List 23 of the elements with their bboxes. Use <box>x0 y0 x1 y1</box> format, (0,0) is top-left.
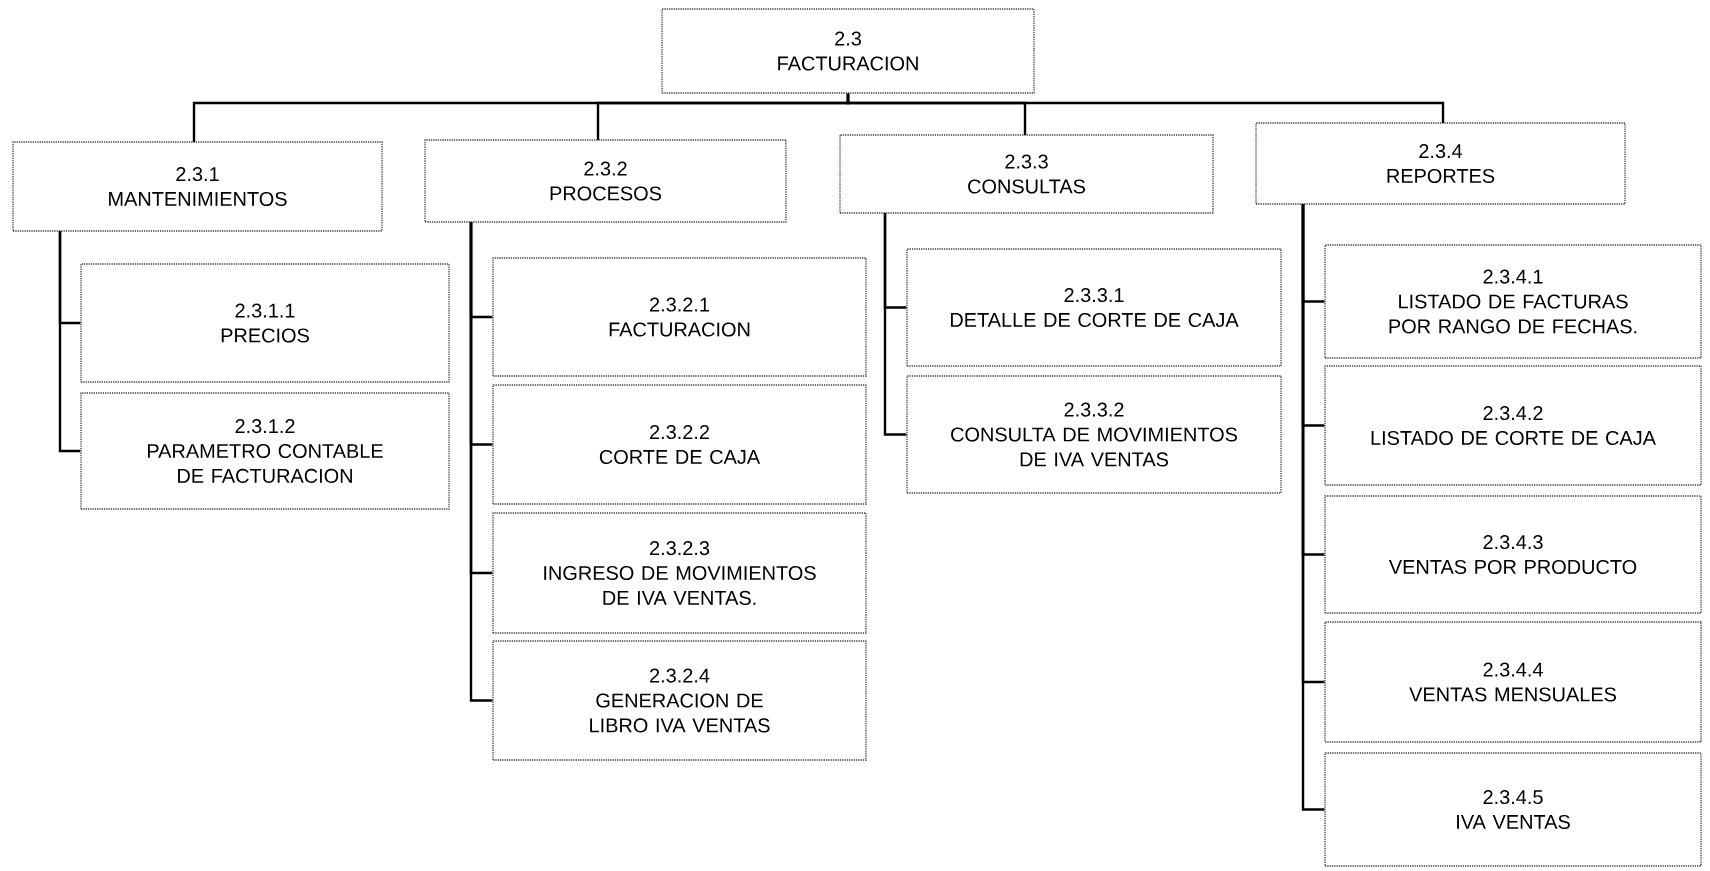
menu-box: 2.3.4.3 VENTAS POR PRODUCTO <box>1324 495 1702 614</box>
connector-line <box>883 213 907 436</box>
menu-box: 2.3.1 MANTENIMIENTOS <box>12 141 383 232</box>
menu-box: 2.3.4.4 VENTAS MENSUALES <box>1324 621 1702 743</box>
menu-box: 2.3.4.1 LISTADO DE FACTURAS POR RANGO DE FECHAS. <box>1324 244 1702 359</box>
menu-box: 2.3.3.1 DETALLE DE CORTE DE CAJA <box>906 248 1282 367</box>
menu-box: 2.3.3 CONSULTAS <box>839 134 1214 214</box>
menu-box: 2.3.4 REPORTES <box>1255 122 1626 205</box>
menu-box: 2.3.3.2 CONSULTA DE MOVIMIENTOS DE IVA VENTAS <box>906 375 1282 494</box>
menu-box: 2.3.1.2 PARAMETRO CONTABLE DE FACTURACION <box>80 392 450 510</box>
connector-line <box>1301 204 1325 811</box>
menu-box: 2.3.2.4 GENERACION DE LIBRO IVA VENTAS <box>492 640 867 761</box>
menu-box: 2.3.2 PROCESOS <box>424 139 787 223</box>
menu-box: 2.3.4.5 IVA VENTAS <box>1324 752 1702 867</box>
menu-box: 2.3.1.1 PRECIOS <box>80 263 450 383</box>
connector-line <box>469 222 493 702</box>
connector-line <box>846 93 1445 123</box>
connector-line <box>58 231 81 453</box>
menu-box: 2.3.4.2 LISTADO DE CORTE DE CAJA <box>1324 365 1702 486</box>
menu-box: 2.3.2.2 CORTE DE CAJA <box>492 384 867 505</box>
menu-box: 2.3.2.3 INGRESO DE MOVIMIENTOS DE IVA VENTAS. <box>492 512 867 634</box>
menu-box: 2.3.2.1 FACTURACION <box>492 257 867 377</box>
menu-box: 2.3 FACTURACION <box>661 8 1035 94</box>
